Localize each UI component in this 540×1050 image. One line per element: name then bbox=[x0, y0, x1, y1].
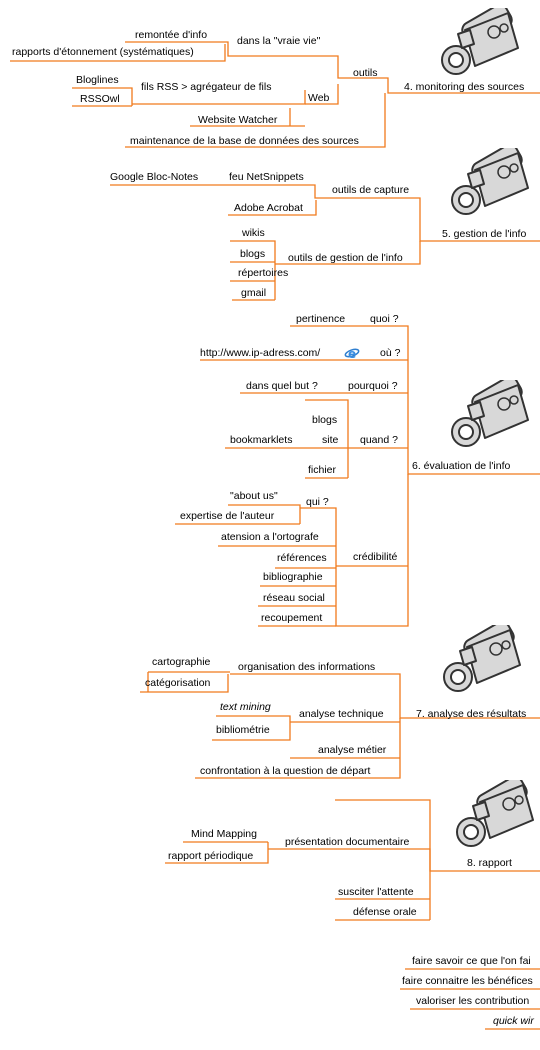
node-google-bloc-notes: Google Bloc-Notes bbox=[110, 171, 199, 183]
node-adobe-acrobat: Adobe Acrobat bbox=[234, 202, 303, 214]
node-qui: qui ? bbox=[306, 496, 329, 508]
node-reseau-social: réseau social bbox=[263, 592, 325, 604]
camera-icon bbox=[441, 8, 519, 75]
camera-icon bbox=[456, 780, 534, 847]
node-dans-la-vraie-vie: dans la "vraie vie" bbox=[237, 35, 321, 47]
node-maintenance: maintenance de la base de données des so… bbox=[130, 135, 359, 147]
node-blogs-6: blogs bbox=[312, 414, 338, 426]
node-quick-win: quick wir bbox=[493, 1015, 534, 1027]
branch-title-6: 6. évaluation de l'info bbox=[412, 460, 511, 472]
camera-icon bbox=[451, 380, 529, 447]
node-dans-quel-but: dans quel but ? bbox=[246, 380, 318, 392]
node-presentation-documentaire: présentation documentaire bbox=[285, 836, 410, 848]
svg-text:e: e bbox=[348, 347, 356, 360]
node-fils-rss: fils RSS > agrégateur de fils bbox=[141, 81, 272, 93]
node-expertise-auteur: expertise de l'auteur bbox=[180, 510, 275, 522]
node-gmail: gmail bbox=[241, 287, 267, 299]
node-organisation-informations: organisation des informations bbox=[238, 661, 376, 673]
node-atension-ortografe: atension a l'ortografe bbox=[221, 531, 319, 543]
node-defense-orale: défense orale bbox=[353, 906, 417, 918]
node-feu-netsnippets: feu NetSnippets bbox=[229, 171, 304, 183]
node-outils: outils bbox=[353, 67, 378, 79]
node-quand: quand ? bbox=[360, 434, 398, 446]
node-references: références bbox=[277, 552, 327, 564]
node-outils-capture: outils de capture bbox=[332, 184, 410, 196]
node-repertoires: répertoires bbox=[238, 267, 289, 279]
branch-title-7: 7. analyse des résultats bbox=[416, 708, 527, 720]
branch-title-5: 5. gestion de l'info bbox=[442, 228, 527, 240]
node-susciter-attente: susciter l'attente bbox=[338, 886, 414, 898]
node-fichier: fichier bbox=[308, 464, 337, 476]
internet-explorer-icon: e bbox=[344, 347, 360, 360]
node-rapport-periodique: rapport périodique bbox=[168, 850, 254, 862]
node-ou: où ? bbox=[380, 347, 401, 359]
node-site: site bbox=[322, 434, 339, 446]
node-cartographie: cartographie bbox=[152, 656, 211, 668]
node-remontee-info: remontée d'info bbox=[135, 29, 208, 41]
branch-title-4: 4. monitoring des sources bbox=[404, 81, 525, 93]
node-rssowl: RSSOwl bbox=[80, 93, 120, 105]
node-bookmarklets: bookmarklets bbox=[230, 434, 293, 446]
node-website-watcher: Website Watcher bbox=[198, 114, 278, 126]
node-categorisation: catégorisation bbox=[145, 677, 211, 689]
node-analyse-metier: analyse métier bbox=[318, 744, 387, 756]
node-bibliometrie: bibliométrie bbox=[216, 724, 270, 736]
node-pertinence: pertinence bbox=[296, 313, 346, 325]
branch-title-8: 8. rapport bbox=[467, 857, 512, 869]
camera-icon bbox=[451, 148, 529, 215]
node-faire-connaitre: faire connaitre les bénéfices bbox=[402, 975, 533, 987]
node-pourquoi: pourquoi ? bbox=[348, 380, 398, 392]
node-faire-savoir: faire savoir ce que l'on fai bbox=[412, 955, 531, 967]
camera-icon bbox=[443, 625, 521, 692]
node-quoi: quoi ? bbox=[370, 313, 399, 325]
node-wikis: wikis bbox=[242, 227, 265, 239]
node-confrontation: confrontation à la question de départ bbox=[200, 765, 371, 777]
node-url[interactable]: http://www.ip-adress.com/ bbox=[200, 347, 321, 359]
node-mind-mapping: Mind Mapping bbox=[191, 828, 257, 840]
node-bibliographie: bibliographie bbox=[263, 571, 323, 583]
node-bloglines: Bloglines bbox=[76, 74, 119, 86]
node-web: Web bbox=[308, 92, 330, 104]
node-valoriser-contribution: valoriser les contribution bbox=[416, 995, 530, 1007]
node-blogs-5: blogs bbox=[240, 248, 266, 260]
node-about-us: "about us" bbox=[230, 490, 278, 502]
node-analyse-technique: analyse technique bbox=[299, 708, 384, 720]
node-credibilite: crédibilité bbox=[353, 551, 398, 563]
node-outils-gestion: outils de gestion de l'info bbox=[288, 252, 403, 264]
node-rapports-etonnement: rapports d'étonnement (systématiques) bbox=[12, 46, 194, 58]
node-text-mining: text mining bbox=[220, 701, 271, 713]
node-recoupement: recoupement bbox=[261, 612, 323, 624]
